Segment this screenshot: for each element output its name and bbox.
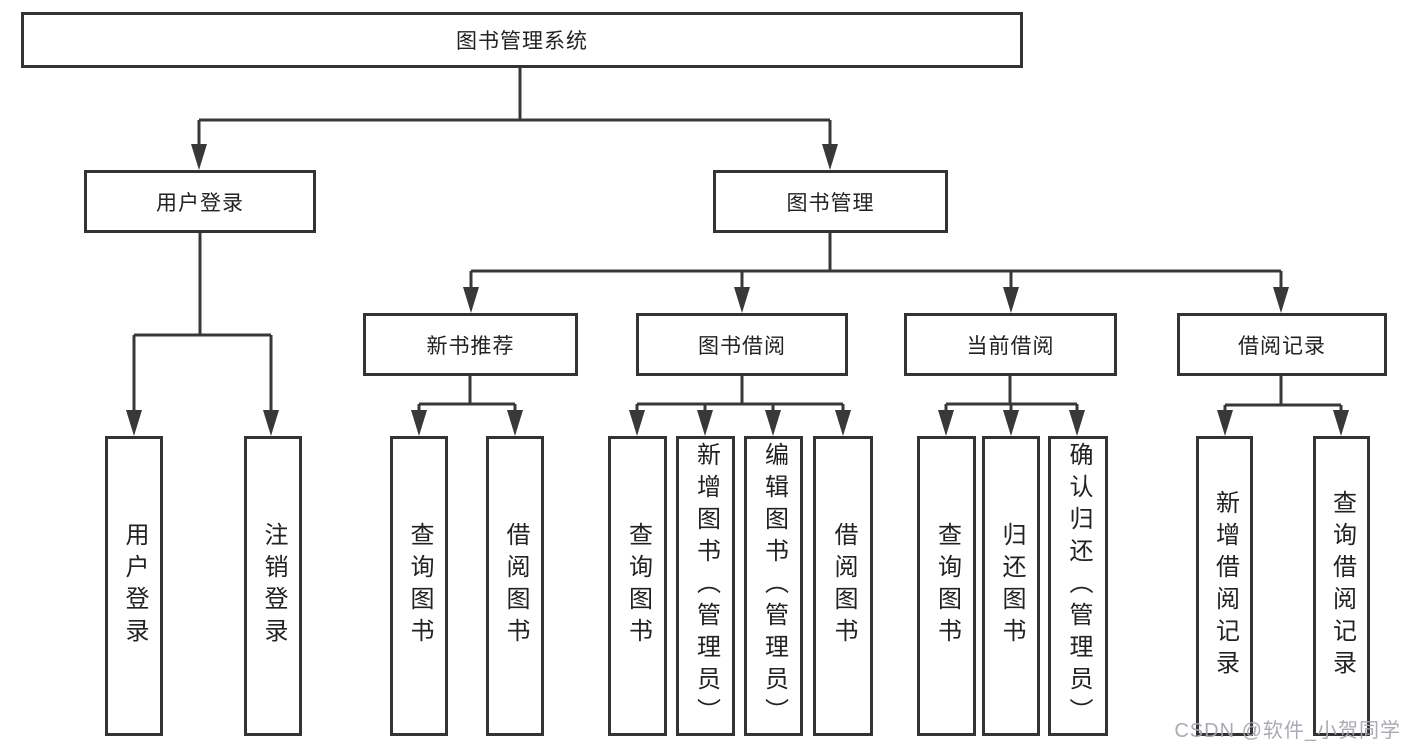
arrow-down-icon [835, 410, 851, 436]
leaf-user-login: 用户登录 [105, 436, 163, 736]
arrow-down-icon [507, 410, 523, 436]
arrow-down-icon [1003, 410, 1019, 436]
leaf-recommend-borrow-books: 借阅图书 [486, 436, 544, 736]
leaf-current-query-books: 查询图书 [917, 436, 976, 736]
node-user-login: 用户登录 [84, 170, 316, 233]
arrow-down-icon [765, 410, 781, 436]
arrow-down-icon [263, 410, 279, 436]
leaf-current-return-books: 归还图书 [982, 436, 1040, 736]
connector-current-branch [938, 376, 1085, 436]
leaf-borrow-borrow-books: 借阅图书 [813, 436, 873, 736]
arrow-down-icon [734, 287, 750, 313]
arrow-down-icon [697, 410, 713, 436]
connector-root-to-level2 [191, 68, 838, 170]
node-current-borrowing: 当前借阅 [904, 313, 1117, 376]
leaf-current-confirm-return-admin: 确认归还（管理员） [1048, 436, 1108, 736]
leaf-records-add-record: 新增借阅记录 [1196, 436, 1253, 736]
connector-login-branch [126, 233, 279, 436]
arrow-down-icon [1003, 287, 1019, 313]
node-book-borrowing: 图书借阅 [636, 313, 848, 376]
csdn-watermark: CSDN @软件_小贺同学 [1174, 720, 1401, 742]
connector-manage-to-level3 [463, 233, 1289, 313]
arrow-down-icon [822, 144, 838, 170]
leaf-records-query-record: 查询借阅记录 [1313, 436, 1370, 736]
leaf-borrow-add-books-admin: 新增图书（管理员） [676, 436, 735, 736]
arrow-down-icon [1217, 410, 1233, 436]
arrow-down-icon [126, 410, 142, 436]
connector-borrow-branch [629, 376, 851, 436]
node-new-book-recommend: 新书推荐 [363, 313, 578, 376]
leaf-borrow-edit-books-admin: 编辑图书（管理员） [744, 436, 803, 736]
connector-recommend-branch [411, 376, 523, 436]
arrow-down-icon [1333, 410, 1349, 436]
node-book-management: 图书管理 [713, 170, 948, 233]
arrow-down-icon [191, 144, 207, 170]
leaf-borrow-query-books: 查询图书 [608, 436, 667, 736]
node-borrowing-records: 借阅记录 [1177, 313, 1387, 376]
arrow-down-icon [938, 410, 954, 436]
arrow-down-icon [411, 410, 427, 436]
leaf-recommend-query-books: 查询图书 [390, 436, 448, 736]
arrow-down-icon [463, 287, 479, 313]
connector-records-branch [1217, 376, 1349, 436]
arrow-down-icon [629, 410, 645, 436]
arrow-down-icon [1069, 410, 1085, 436]
node-system-root: 图书管理系统 [21, 12, 1023, 68]
arrow-down-icon [1273, 287, 1289, 313]
leaf-logout: 注销登录 [244, 436, 302, 736]
